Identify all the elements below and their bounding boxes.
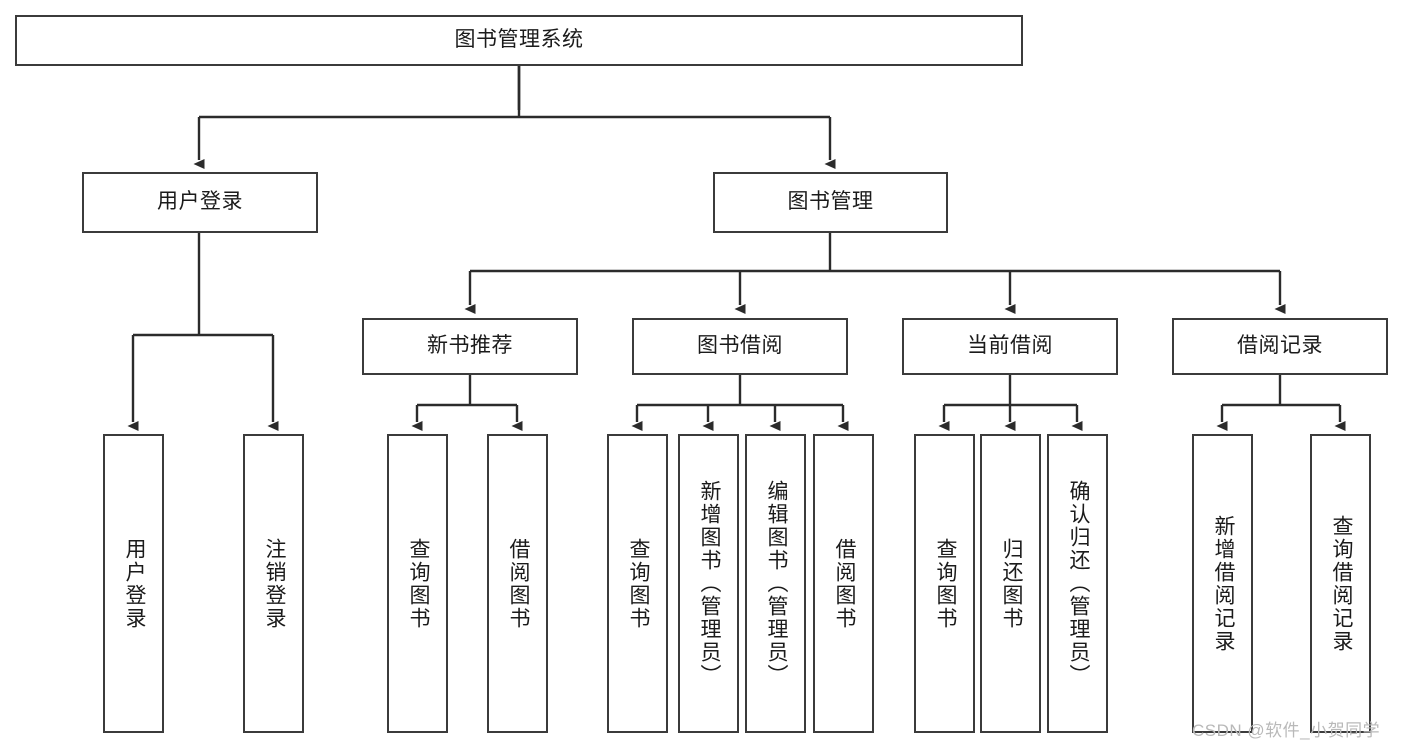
leaf-confirm-return-admin-label: 确认归还（管理员）: [1066, 480, 1090, 687]
leaf-confirm-return-admin[interactable]: 确认归还（管理员）: [1047, 434, 1108, 733]
leaf-add-borrow-record-label: 新增借阅记录: [1211, 514, 1235, 653]
leaf-logout[interactable]: 注销登录: [243, 434, 304, 733]
leaf-query-borrow-record-label: 查询借阅记录: [1329, 514, 1353, 653]
node-user-login[interactable]: 用户登录: [82, 172, 318, 233]
leaf-borrow-book[interactable]: 借阅图书: [813, 434, 874, 733]
leaf-recommend-borrow-book-label: 借阅图书: [506, 537, 530, 630]
node-user-login-label: 用户登录: [157, 190, 243, 214]
leaf-recommend-query-book-label: 查询图书: [406, 537, 430, 630]
leaf-borrow-book-label: 借阅图书: [832, 537, 856, 630]
node-book-management[interactable]: 图书管理: [713, 172, 948, 233]
node-current-borrow[interactable]: 当前借阅: [902, 318, 1118, 375]
node-book-borrow-label: 图书借阅: [697, 334, 783, 358]
leaf-return-book-label: 归还图书: [999, 537, 1023, 630]
node-borrow-record[interactable]: 借阅记录: [1172, 318, 1388, 375]
leaf-current-query-book-label: 查询图书: [933, 537, 957, 630]
leaf-logout-label: 注销登录: [262, 537, 286, 630]
leaf-query-borrow-record[interactable]: 查询借阅记录: [1310, 434, 1371, 733]
leaf-borrow-query-book[interactable]: 查询图书: [607, 434, 668, 733]
leaf-user-login[interactable]: 用户登录: [103, 434, 164, 733]
node-book-borrow[interactable]: 图书借阅: [632, 318, 848, 375]
node-new-book-recommend[interactable]: 新书推荐: [362, 318, 578, 375]
leaf-borrow-query-book-label: 查询图书: [626, 537, 650, 630]
leaf-user-login-label: 用户登录: [122, 537, 146, 630]
leaf-edit-book-admin-label: 编辑图书（管理员）: [764, 480, 788, 687]
leaf-return-book[interactable]: 归还图书: [980, 434, 1041, 733]
node-root-label: 图书管理系统: [454, 28, 584, 52]
node-current-borrow-label: 当前借阅: [967, 334, 1053, 358]
node-borrow-record-label: 借阅记录: [1237, 334, 1323, 358]
leaf-add-borrow-record[interactable]: 新增借阅记录: [1192, 434, 1253, 733]
leaf-recommend-borrow-book[interactable]: 借阅图书: [487, 434, 548, 733]
node-new-book-recommend-label: 新书推荐: [427, 334, 513, 358]
leaf-edit-book-admin[interactable]: 编辑图书（管理员）: [745, 434, 806, 733]
node-book-management-label: 图书管理: [787, 190, 874, 214]
leaf-add-book-admin-label: 新增图书（管理员）: [697, 480, 721, 687]
leaf-add-book-admin[interactable]: 新增图书（管理员）: [678, 434, 739, 733]
node-root[interactable]: 图书管理系统: [15, 15, 1023, 66]
leaf-recommend-query-book[interactable]: 查询图书: [387, 434, 448, 733]
leaf-current-query-book[interactable]: 查询图书: [914, 434, 975, 733]
